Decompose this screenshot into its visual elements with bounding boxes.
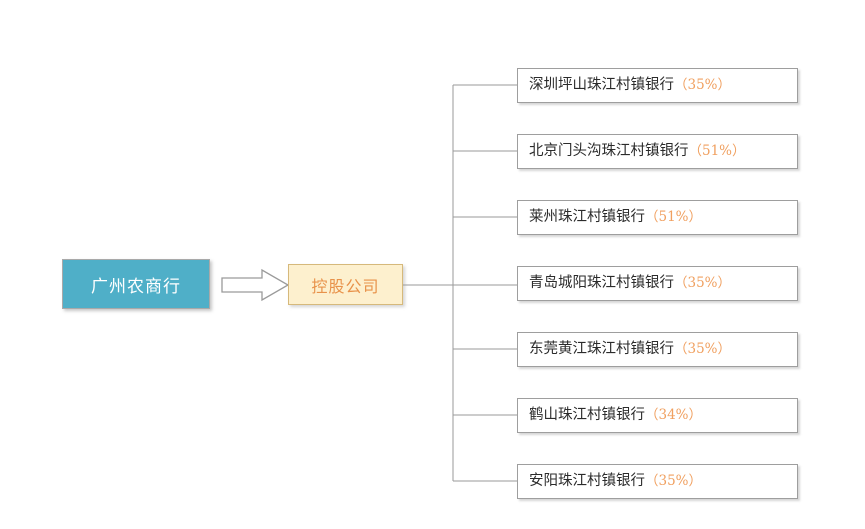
holding-company-node[interactable]: 控股公司	[288, 264, 403, 305]
subsidiary-percent: （35%）	[645, 473, 703, 490]
holding-company-label: 控股公司	[311, 276, 380, 296]
root-node-label: 广州农商行	[91, 276, 181, 297]
subsidiary-node[interactable]: 安阳珠江村镇银行（35%）	[517, 464, 798, 499]
subsidiary-node[interactable]: 北京门头沟珠江村镇银行（51%）	[517, 134, 798, 169]
subsidiary-label: 东莞黄江珠江村镇银行（35%）	[529, 341, 732, 358]
subsidiary-label: 鹤山珠江村镇银行（34%）	[529, 407, 703, 424]
subsidiary-percent: （51%）	[688, 143, 746, 160]
subsidiary-percent: （34%）	[645, 407, 703, 424]
subsidiary-node[interactable]: 莱州珠江村镇银行（51%）	[517, 200, 798, 235]
subsidiary-percent: （35%）	[674, 341, 732, 358]
subsidiary-node[interactable]: 青岛城阳珠江村镇银行（35%）	[517, 266, 798, 301]
root-node-guangzhou-rural-commercial-bank[interactable]: 广州农商行	[62, 259, 210, 309]
subsidiary-node[interactable]: 深圳坪山珠江村镇银行（35%）	[517, 68, 798, 103]
subsidiary-percent: （51%）	[645, 209, 703, 226]
subsidiary-label: 北京门头沟珠江村镇银行（51%）	[529, 143, 746, 160]
subsidiary-node[interactable]: 鹤山珠江村镇银行（34%）	[517, 398, 798, 433]
subsidiary-node[interactable]: 东莞黄江珠江村镇银行（35%）	[517, 332, 798, 367]
subsidiary-label: 青岛城阳珠江村镇银行（35%）	[529, 275, 732, 292]
block-arrow-right-icon	[221, 268, 290, 302]
subsidiary-label: 莱州珠江村镇银行（51%）	[529, 209, 703, 226]
subsidiary-percent: （35%）	[674, 275, 732, 292]
subsidiary-label: 安阳珠江村镇银行（35%）	[529, 473, 703, 490]
subsidiary-percent: （35%）	[674, 77, 732, 94]
subsidiary-label: 深圳坪山珠江村镇银行（35%）	[529, 77, 732, 94]
